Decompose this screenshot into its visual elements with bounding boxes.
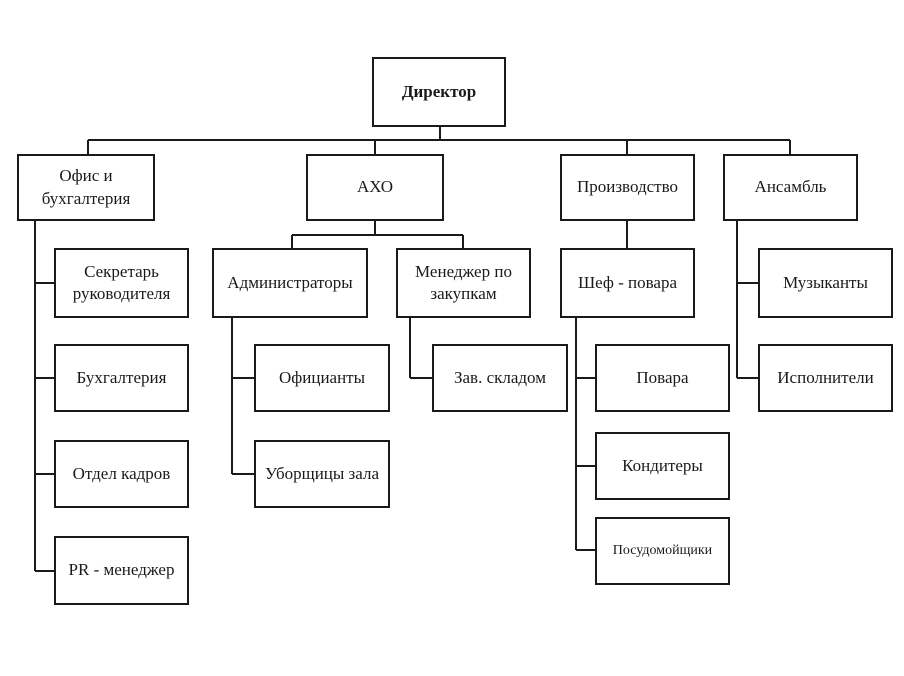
node-confectioners: Кондитеры: [595, 432, 730, 500]
node-warehouse: Зав. складом: [432, 344, 568, 412]
node-waiters: Официанты: [254, 344, 390, 412]
node-secretary: Секретарь руководителя: [54, 248, 189, 318]
node-ensemble: Ансамбль: [723, 154, 858, 221]
node-director: Директор: [372, 57, 506, 127]
node-axo: АХО: [306, 154, 444, 221]
node-musicians: Музыканты: [758, 248, 893, 318]
node-admins: Администраторы: [212, 248, 368, 318]
node-hr: Отдел кадров: [54, 440, 189, 508]
node-cleaners: Уборщицы зала: [254, 440, 390, 508]
node-performers: Исполнители: [758, 344, 893, 412]
node-production: Производство: [560, 154, 695, 221]
node-dishwashers: Посудомойщики: [595, 517, 730, 585]
node-chef: Шеф - повара: [560, 248, 695, 318]
node-purchase: Менеджер по закупкам: [396, 248, 531, 318]
node-cooks: Повара: [595, 344, 730, 412]
node-pr: PR - менеджер: [54, 536, 189, 605]
node-office: Офис и бухгалтерия: [17, 154, 155, 221]
node-accounting: Бухгалтерия: [54, 344, 189, 412]
